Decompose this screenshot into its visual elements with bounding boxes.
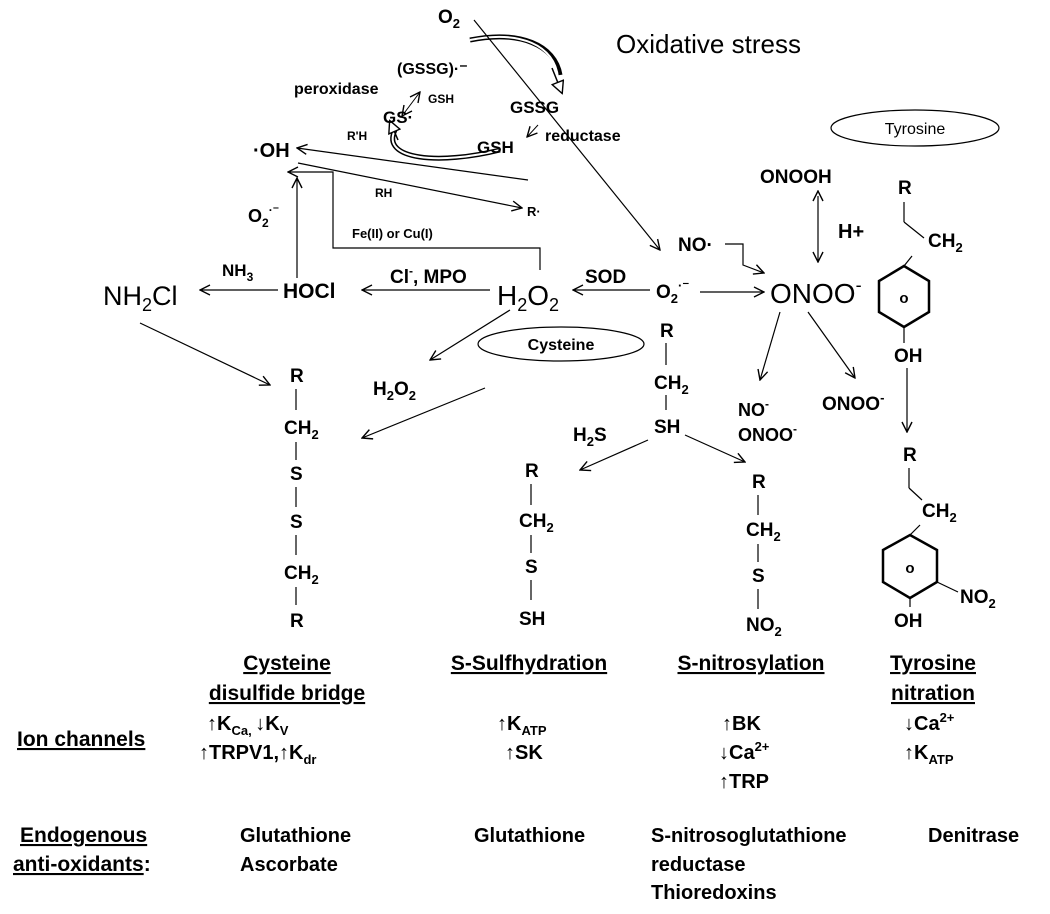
antiox-nitrosylation-2: reductase bbox=[651, 854, 746, 876]
svg-text:NO2: NO2 bbox=[746, 615, 782, 639]
svg-text:R: R bbox=[898, 178, 912, 199]
mod-disulfide-line2: disulfide bridge bbox=[209, 682, 365, 705]
mod-nitration-line1: Tyrosine bbox=[890, 652, 976, 675]
antioxidants-label-2: anti-oxidants: bbox=[13, 853, 151, 876]
svg-text:R: R bbox=[660, 321, 674, 342]
glutathione-cycle: O2 (GSSG)·⁻ peroxidase GSH GS· GSSG redu… bbox=[294, 7, 621, 219]
svg-text:CH2: CH2 bbox=[284, 418, 319, 442]
onooh: ONOOH bbox=[760, 167, 832, 188]
svg-text:R: R bbox=[903, 445, 917, 466]
mod-disulfide-line1: Cysteine bbox=[243, 652, 331, 675]
svg-text:R: R bbox=[290, 611, 304, 632]
h-plus: H+ bbox=[838, 221, 864, 243]
svg-text:S: S bbox=[752, 566, 765, 587]
superoxide-left: O2·⁻ bbox=[248, 203, 279, 230]
sulfhydration-structure: R CH2 S SH bbox=[519, 461, 554, 630]
ion-nitration-1: ↓Ca2+ bbox=[904, 710, 955, 735]
ion-sulfhydration-1: ↑KATP bbox=[497, 713, 547, 738]
ion-nitrosylation-3: ↑TRP bbox=[719, 771, 769, 793]
svg-text:S: S bbox=[525, 557, 538, 578]
gs-radical-label: GS· bbox=[383, 108, 413, 127]
mod-nitration-line2: nitration bbox=[891, 682, 975, 705]
o2-to-superoxide-arrow bbox=[473, 19, 660, 250]
onoo-minus-center: ONOO- bbox=[738, 422, 797, 445]
antiox-nitrosylation-3: Thioredoxins bbox=[651, 882, 777, 904]
svg-text:CH2: CH2 bbox=[654, 373, 689, 397]
nitrosylation-structure: R CH2 S NO2 bbox=[746, 472, 782, 639]
hydroxyl-radical: ·OH bbox=[253, 140, 290, 162]
svg-text:NO2: NO2 bbox=[960, 587, 996, 611]
nh2cl: NH2Cl bbox=[103, 281, 178, 315]
svg-text:OH: OH bbox=[894, 611, 923, 632]
hocl: HOCl bbox=[283, 280, 336, 303]
svg-text:SH: SH bbox=[519, 609, 545, 630]
ion-disulfide-2: ↑TRPV1,↑Kdr bbox=[199, 742, 316, 767]
r-radical-label: R· bbox=[527, 204, 541, 219]
tyrosine-oval-label: Tyrosine bbox=[885, 121, 946, 138]
cysteine-structure: R CH2 SH bbox=[654, 321, 689, 438]
reductase-label: reductase bbox=[545, 128, 621, 145]
mod-sulfhydration: S-Sulfhydration bbox=[451, 652, 607, 675]
diagram-title: Oxidative stress bbox=[616, 29, 801, 59]
disulfide-structure: R CH2 S S CH2 R bbox=[284, 366, 319, 632]
gssg-radical-label: (GSSG)·⁻ bbox=[397, 61, 468, 78]
antiox-nitration: Denitrase bbox=[928, 825, 1019, 847]
peroxidase-label: peroxidase bbox=[294, 81, 379, 98]
svg-text:CH2: CH2 bbox=[746, 520, 781, 544]
ion-nitrosylation-1: ↑BK bbox=[722, 713, 761, 735]
onoo-minus-right: ONOO- bbox=[822, 390, 884, 415]
svg-text:CH2: CH2 bbox=[519, 511, 554, 535]
svg-text:OH: OH bbox=[894, 346, 923, 367]
svg-text:CH2: CH2 bbox=[928, 231, 963, 255]
cl-mpo-label: Cl-, MPO bbox=[390, 264, 467, 288]
superoxide-center: O2·⁻ bbox=[656, 278, 689, 306]
ion-nitrosylation-2: ↓Ca2+ bbox=[719, 739, 770, 764]
svg-text:S: S bbox=[290, 464, 303, 485]
cysteine-oval bbox=[477, 326, 645, 362]
nitrotyrosine-structure: R CH2 o NO2 OH bbox=[881, 445, 996, 632]
nitric-oxide: NO· bbox=[678, 235, 713, 256]
sod-label: SOD bbox=[585, 267, 626, 288]
h2o2-main: H2O2 bbox=[497, 280, 559, 315]
rh-label: RH bbox=[375, 186, 392, 200]
peroxynitrite: ONOO- bbox=[770, 275, 862, 309]
svg-text:R: R bbox=[290, 366, 304, 387]
tyrosine-structure: R CH2 o OH bbox=[877, 178, 963, 367]
svg-text:S: S bbox=[290, 512, 303, 533]
ion-disulfide-1: ↑KCa, ↓KV bbox=[207, 713, 289, 738]
metal-catalyst-label: Fe(II) or Cu(I) bbox=[352, 226, 433, 241]
cycle-arc-top bbox=[469, 34, 563, 76]
o2-top: O2 bbox=[438, 7, 460, 31]
antiox-disulfide-2: Ascorbate bbox=[240, 854, 338, 876]
antioxidants-label-1: Endogenous bbox=[20, 824, 147, 847]
cysteine-oval-label: Cysteine bbox=[528, 337, 595, 354]
antiox-nitrosylation-1: S-nitrosoglutathione bbox=[651, 825, 847, 847]
gssg-label: GSSG bbox=[510, 98, 559, 117]
h2s: H2S bbox=[573, 425, 607, 449]
gsh-small-label: GSH bbox=[428, 92, 454, 106]
r-prime-h-label: R'H bbox=[347, 129, 367, 143]
h2o2-small: H2O2 bbox=[373, 379, 416, 403]
svg-text:CH2: CH2 bbox=[922, 501, 957, 525]
gsh-label: GSH bbox=[477, 138, 514, 157]
svg-text:SH: SH bbox=[654, 417, 680, 438]
ion-channels-label: Ion channels bbox=[17, 728, 145, 751]
svg-text:R: R bbox=[525, 461, 539, 482]
nh3-label: NH3 bbox=[222, 261, 254, 284]
nitroxyl: NO- bbox=[738, 397, 769, 420]
svg-text:o: o bbox=[899, 290, 908, 307]
svg-text:R: R bbox=[752, 472, 766, 493]
svg-text:CH2: CH2 bbox=[284, 563, 319, 587]
mod-nitrosylation: S-nitrosylation bbox=[677, 652, 824, 675]
svg-text:o: o bbox=[905, 560, 914, 577]
ion-sulfhydration-2: ↑SK bbox=[505, 742, 543, 764]
tyrosine-oval bbox=[830, 109, 1000, 147]
antiox-disulfide-1: Glutathione bbox=[240, 825, 351, 847]
antiox-sulfhydration: Glutathione bbox=[474, 825, 585, 847]
ion-nitration-2: ↑KATP bbox=[904, 742, 954, 767]
